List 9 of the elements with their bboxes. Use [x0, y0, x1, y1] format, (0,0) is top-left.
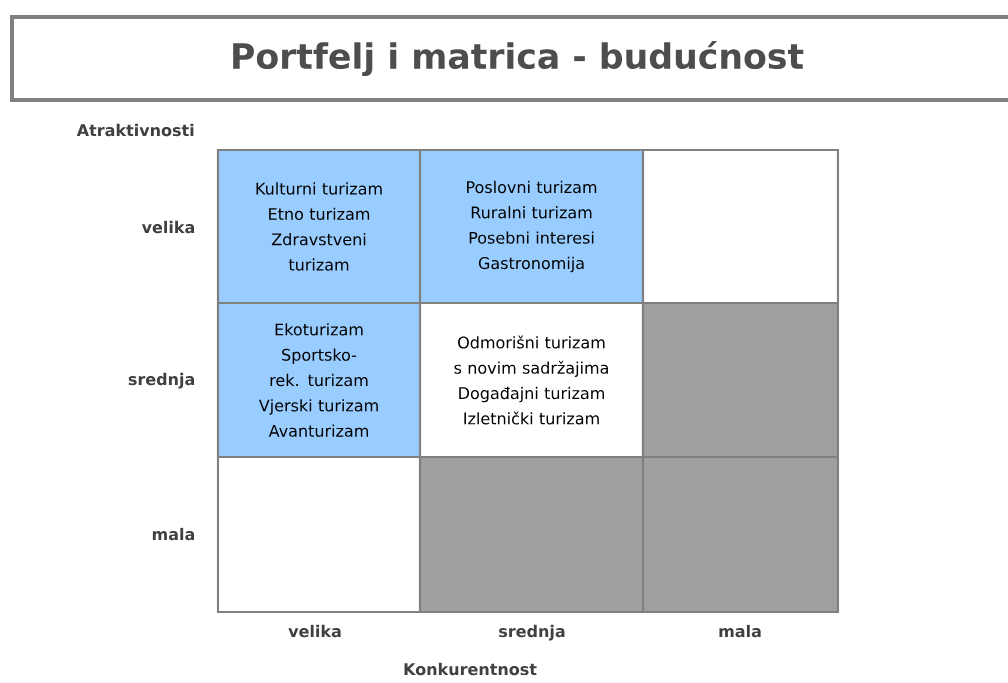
- axis-label: Atraktivnosti: [76, 123, 194, 137]
- axis-label: srednja: [128, 372, 195, 389]
- matrix-cell: Odmorišni turizam s novim sadržajima Događajni turizam Izletnički turizam: [418, 301, 645, 459]
- matrix-cell: Ekoturizam Sportsko-rek. turizam Vjerski turizam Avanturizam: [216, 301, 422, 459]
- matrix-cell: Poslovni turizam Ruralni turizam Posebni interesi Gastronomija: [418, 148, 645, 305]
- axis-label: Konkurentnost: [404, 662, 537, 676]
- axis-label: velika: [141, 220, 195, 234]
- title-box: Portfelj i matrica - budućnost: [10, 15, 1008, 102]
- matrix-cell: Kulturni turizam Etno turizam Zdravstveni turizam: [216, 148, 422, 305]
